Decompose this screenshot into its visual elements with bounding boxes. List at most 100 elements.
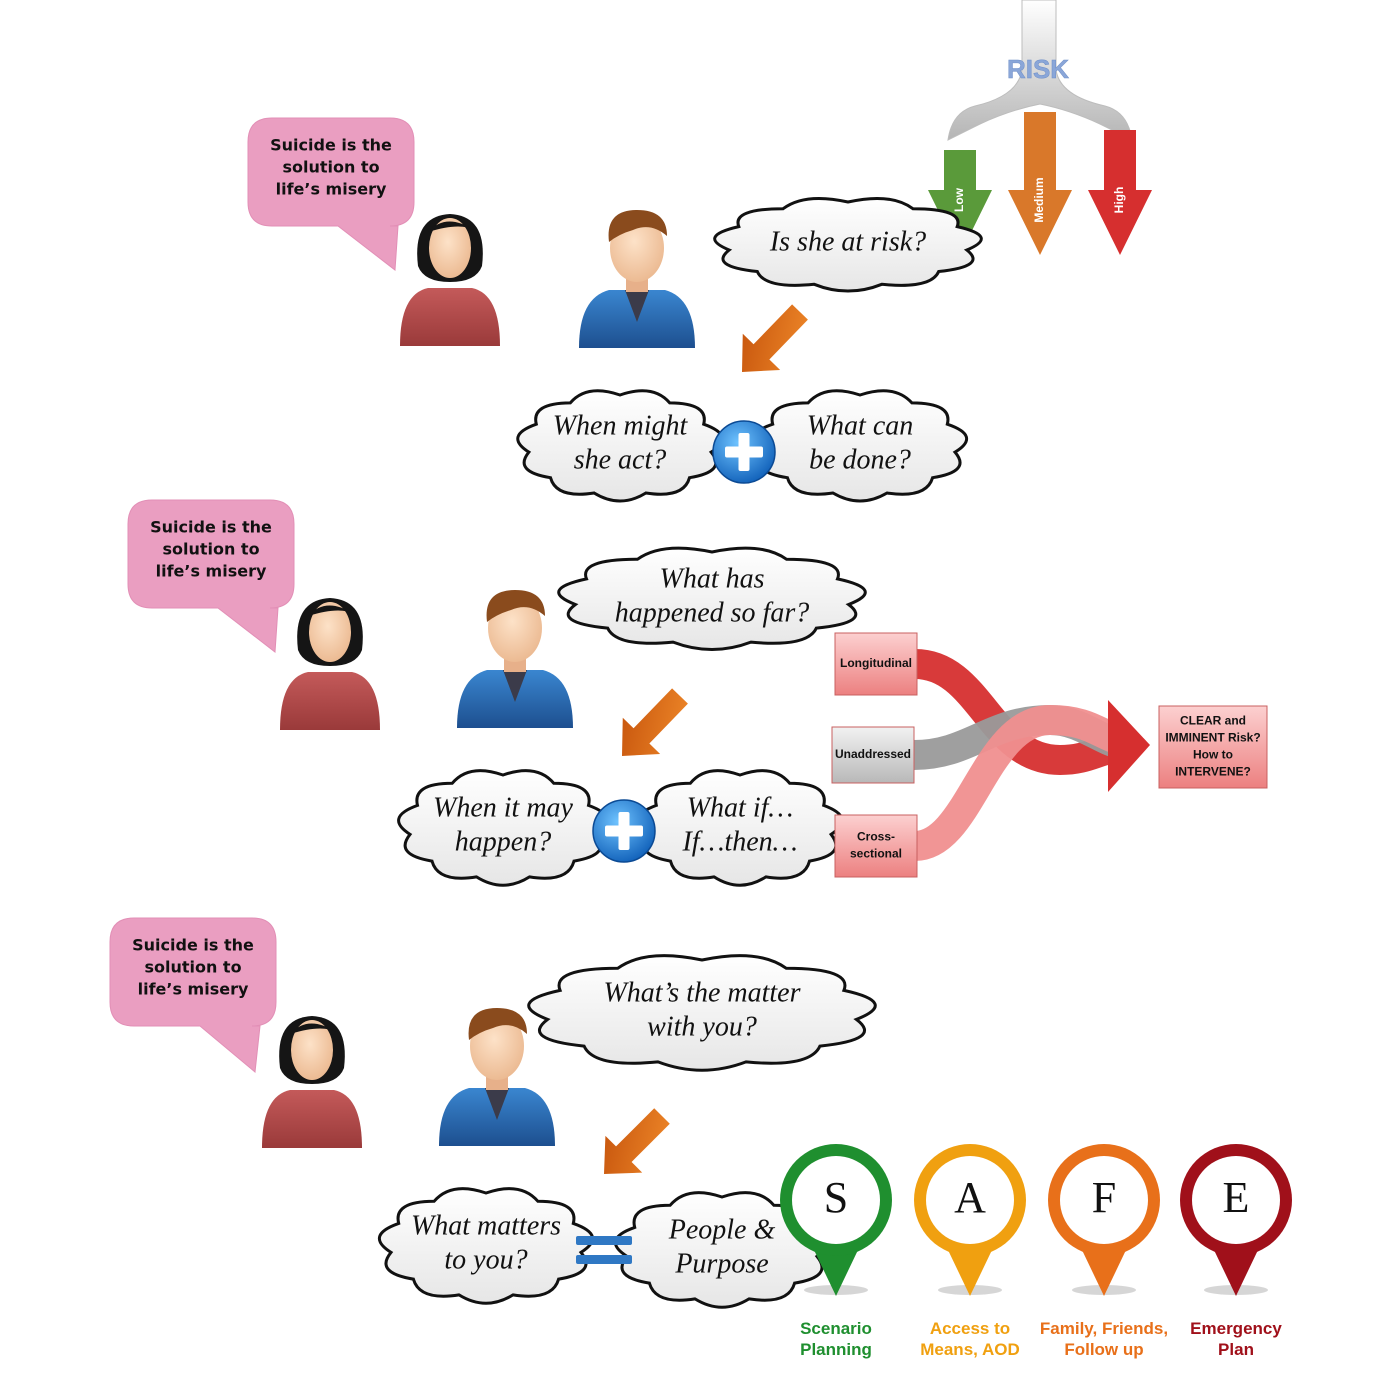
arrow-shape — [723, 294, 818, 390]
pin-letter: S — [824, 1173, 848, 1222]
input-box-label-line: Unaddressed — [835, 747, 911, 761]
safe-label-line: Emergency — [1190, 1319, 1282, 1338]
main-question-cloud-text-line: with you? — [647, 1011, 757, 1042]
braid-arrowhead — [1108, 700, 1150, 792]
down-left-arrow — [603, 678, 698, 774]
speech-bubble-text-line: life’s misery — [156, 562, 267, 581]
arrow-shape — [603, 678, 698, 774]
equals-bar-bottom — [576, 1255, 632, 1264]
safe-pin-a: A Access to Means, AOD — [914, 1144, 1026, 1359]
output-box-label-line: INTERVENE? — [1175, 765, 1251, 779]
input-box-label-line: sectional — [850, 847, 902, 861]
speech-bubble: Suicide is the solution to life’s misery — [128, 500, 294, 652]
down-left-arrow — [723, 294, 818, 390]
panel-3: Suicide is thesolution tolife’s miseryWh… — [110, 918, 875, 1307]
main-question-cloud-text-line: What has — [660, 563, 765, 594]
input-box-label: Longitudinal — [840, 656, 912, 670]
risk-level-label: High — [1112, 187, 1126, 214]
braid-input-box: Cross-sectional — [835, 815, 917, 877]
speech-bubble-text-line: solution to — [144, 958, 241, 977]
right-question-cloud-text-line: If…then… — [681, 826, 797, 857]
right-question-cloud-text-line: be done? — [809, 444, 911, 475]
plus-icon — [713, 421, 775, 483]
panel-1: Suicide is thesolution tolife’s miseryIs… — [248, 118, 981, 501]
pin-letter: E — [1223, 1173, 1250, 1222]
main-question-cloud: Is she at risk? — [715, 198, 982, 291]
speech-bubble-text-line: life’s misery — [276, 180, 387, 199]
risk-braid-diagram: LongitudinalUnaddressedCross-sectionalCL… — [832, 633, 1267, 877]
main-question-cloud-text-line: What’s the matter — [603, 977, 800, 1008]
risk-level-label: Medium — [1032, 177, 1046, 222]
pin-letter: A — [954, 1173, 986, 1222]
woman-body — [400, 288, 500, 346]
safe-label-line: Access to — [930, 1319, 1010, 1338]
safe-label-line: Planning — [800, 1340, 872, 1359]
risk-level-label: Low — [952, 187, 966, 212]
plus-bar-v — [739, 433, 750, 471]
plus-bar-v — [619, 812, 630, 850]
pin-letter: F — [1092, 1173, 1116, 1222]
plus-icon — [593, 800, 655, 862]
man-avatar — [439, 1008, 555, 1146]
input-box-label-line: Longitudinal — [840, 656, 912, 670]
speech-bubble-text-line: Suicide is the — [150, 518, 272, 537]
woman-avatar — [280, 598, 380, 730]
right-question-cloud: What canbe done? — [753, 391, 966, 501]
safe-label-line: Plan — [1218, 1340, 1254, 1359]
left-question-cloud-text-line: When it may — [433, 792, 574, 823]
braid-input-box: Longitudinal — [835, 633, 917, 695]
equals-bar-top — [576, 1236, 632, 1245]
woman-body — [262, 1090, 362, 1148]
speech-bubble-text: Suicide is the solution to life’s misery — [150, 518, 272, 581]
safe-label-line: Follow up — [1064, 1340, 1143, 1359]
risk-fork: RISK Low Medium High — [928, 0, 1152, 255]
left-question-cloud: When mightshe act? — [518, 391, 722, 501]
right-question-cloud-text-line: What if… — [687, 792, 794, 823]
main-question-cloud: What hashappened so far? — [559, 548, 866, 649]
right-question-cloud-text-line: Purpose — [674, 1248, 768, 1279]
speech-bubble-text-line: solution to — [162, 540, 259, 559]
safe-label-line: Scenario — [800, 1319, 872, 1338]
woman-body — [280, 672, 380, 730]
speech-bubble: Suicide is thesolution tolife’s misery — [248, 118, 414, 270]
braid-input-box: Unaddressed — [832, 727, 914, 783]
safe-label: EmergencyPlan — [1190, 1319, 1282, 1359]
safe-label-line: Family, Friends, — [1040, 1319, 1168, 1338]
down-left-arrow — [586, 1098, 681, 1193]
safe-label: Family, Friends, Follow up — [1040, 1319, 1168, 1359]
risk-arrow-medium: Medium — [1008, 112, 1072, 255]
main-question-cloud-text-line: happened so far? — [615, 597, 809, 628]
safe-pin-f: F Family, Friends, Follow up — [1040, 1144, 1168, 1359]
speech-bubble-text-line: life’s misery — [138, 980, 249, 999]
right-question-cloud-text-line: What can — [807, 410, 914, 441]
risk-title: RISK — [1007, 54, 1069, 84]
left-question-cloud-text-line: When might — [553, 410, 689, 441]
speech-bubble-text-line: Suicide is the — [270, 136, 392, 155]
safe-label-line: Means, AOD — [920, 1340, 1020, 1359]
risk-arrow-high: High — [1088, 130, 1152, 255]
left-question-cloud-text-line: What matters — [411, 1210, 561, 1241]
output-box-label-line: How to — [1193, 748, 1233, 762]
safe-label: Access to Means, AOD — [920, 1319, 1020, 1359]
man-avatar — [457, 590, 573, 728]
woman-avatar — [400, 214, 500, 346]
output-box-label-line: IMMINENT Risk? — [1165, 731, 1260, 745]
right-question-cloud: What if…If…then… — [638, 771, 842, 886]
left-question-cloud-text-line: happen? — [455, 826, 551, 857]
safe-label: ScenarioPlanning — [800, 1319, 872, 1359]
main-question-cloud-text-line: Is she at risk? — [769, 226, 926, 257]
right-question-cloud-text-line: People & — [668, 1214, 776, 1245]
main-question-cloud-text: Is she at risk? — [769, 226, 926, 257]
left-question-cloud-text-line: she act? — [574, 444, 667, 475]
